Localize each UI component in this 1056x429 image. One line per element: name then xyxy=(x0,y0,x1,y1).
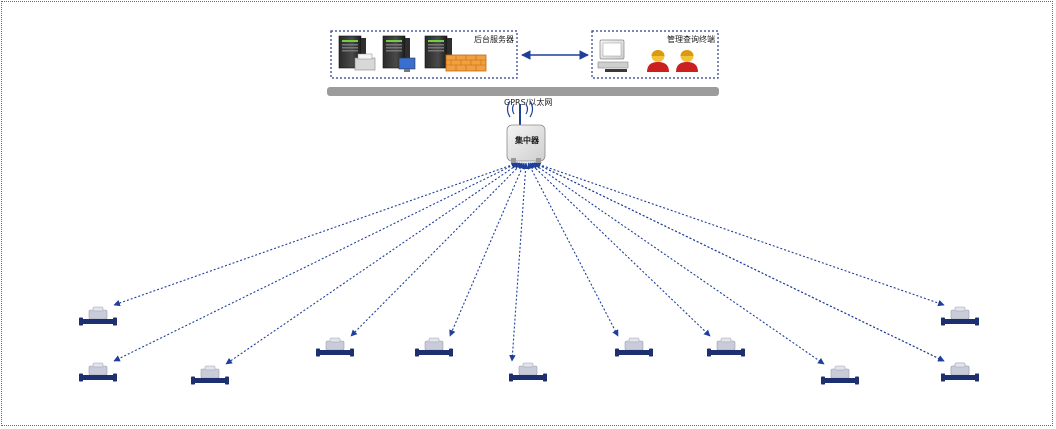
water-meter-icon xyxy=(315,337,355,357)
water-meter-icon xyxy=(78,362,118,382)
terminal-group: 管理查询终端 xyxy=(591,30,719,79)
concentrator-links xyxy=(113,161,945,365)
water-meter-icon xyxy=(940,306,980,326)
meter-link xyxy=(225,162,521,365)
terminal-box xyxy=(591,30,719,79)
network-bar xyxy=(327,87,719,96)
water-meter-icon xyxy=(820,365,860,385)
meters-layer xyxy=(78,306,980,385)
meter-link xyxy=(527,162,619,337)
terminal-box-label: 管理查询终端 xyxy=(667,34,715,44)
water-meter-icon xyxy=(78,306,118,326)
water-meter-icon xyxy=(706,337,746,357)
meter-link xyxy=(529,162,711,337)
meter-link xyxy=(113,162,519,362)
server-box xyxy=(330,30,518,79)
meter-link xyxy=(534,162,945,362)
server-box-label: 后台服务器 xyxy=(474,34,514,44)
server-group: 后台服务器 xyxy=(330,30,518,79)
operator-person-icon xyxy=(676,50,698,72)
meter-link xyxy=(350,162,523,337)
meter-link xyxy=(531,162,825,365)
water-meter-icon xyxy=(414,337,454,357)
concentrator-box-icon: 集中器 xyxy=(506,124,546,163)
antenna-icon xyxy=(506,100,534,126)
meter-link xyxy=(534,161,945,307)
printer-icon xyxy=(354,53,376,71)
water-meter-icon xyxy=(614,337,654,357)
network-bar-label: GPRS/以太网 xyxy=(504,97,552,107)
meter-link xyxy=(113,161,519,307)
desktop-computer-icon xyxy=(597,39,629,72)
water-meter-icon xyxy=(940,362,980,382)
operator-person-icon xyxy=(647,50,669,72)
meter-link xyxy=(509,162,529,362)
meter-link xyxy=(449,162,525,337)
water-meter-icon xyxy=(190,365,230,385)
monitor-icon xyxy=(398,57,416,72)
concentrator-label: 集中器 xyxy=(514,135,540,145)
water-meter-icon xyxy=(508,362,548,382)
firewall-brick-icon xyxy=(445,54,487,72)
